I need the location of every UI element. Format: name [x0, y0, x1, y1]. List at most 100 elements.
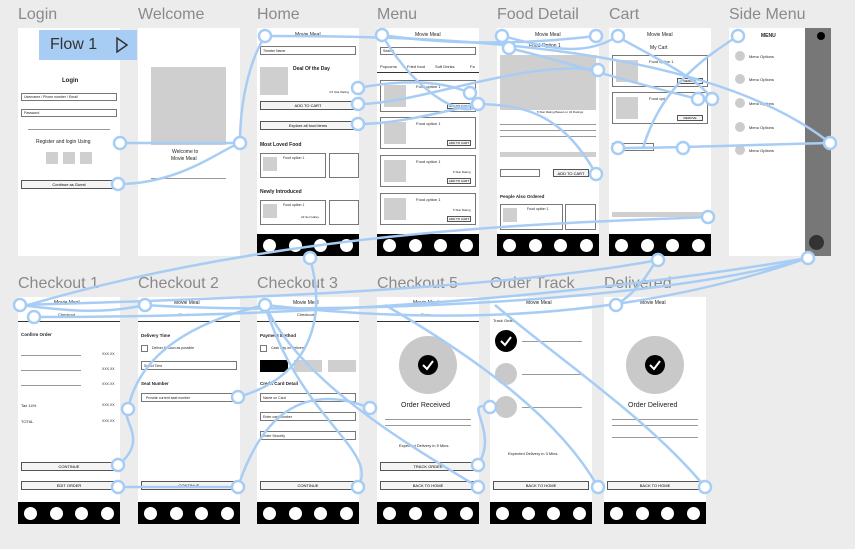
tab-more[interactable]: Fa	[470, 64, 475, 69]
nav-icon[interactable]	[572, 506, 586, 520]
close-icon[interactable]	[817, 32, 825, 40]
tab-fried-food[interactable]: Fried food	[407, 64, 426, 69]
screen-checkout1[interactable]: Movie Meal Checkout Confirm Order XXX.XX…	[18, 297, 120, 524]
quantity-stepper[interactable]	[500, 169, 540, 177]
nav-icon[interactable]	[100, 506, 114, 520]
add-to-cart-button[interactable]: ADD TO CART	[447, 178, 471, 184]
food-card[interactable]	[565, 204, 596, 230]
password-input[interactable]: Password	[21, 109, 117, 117]
nav-icon[interactable]	[691, 238, 705, 252]
nav-icon[interactable]	[496, 506, 510, 520]
card-option[interactable]	[260, 360, 288, 372]
nav-icon[interactable]	[434, 506, 448, 520]
screen-login[interactable]: Login Username / Phone number / Email Pa…	[18, 28, 120, 256]
nav-icon[interactable]	[195, 506, 209, 520]
bottom-nav[interactable]	[18, 502, 120, 524]
screen-checkout3[interactable]: Movie Meal Checkout Payment Method Cash …	[257, 297, 359, 524]
bottom-nav[interactable]	[497, 234, 599, 256]
nav-icon[interactable]	[503, 238, 517, 252]
bottom-nav[interactable]	[257, 502, 359, 524]
nav-icon[interactable]	[661, 506, 675, 520]
frame-title-cart[interactable]: Cart	[609, 6, 640, 23]
screen-home[interactable]: Movie Meal Theater Name Deal Of the Day …	[257, 28, 359, 256]
bottom-nav[interactable]	[609, 234, 711, 256]
frame-title-home[interactable]: Home	[257, 6, 300, 23]
nav-icon[interactable]	[610, 506, 624, 520]
bottom-nav[interactable]	[138, 502, 240, 524]
tab-popcorns[interactable]: Popcorns	[380, 64, 397, 69]
nav-icon[interactable]	[24, 506, 38, 520]
frame-title-welcome[interactable]: Welcome	[138, 6, 205, 23]
nav-icon[interactable]	[686, 506, 700, 520]
add-to-cart-button[interactable]: ADD TO CART	[553, 169, 589, 177]
nav-icon[interactable]	[554, 238, 568, 252]
card-option[interactable]	[328, 360, 356, 372]
frame-title-checkout1[interactable]: Checkout 1	[18, 275, 99, 292]
nav-icon[interactable]	[579, 238, 593, 252]
menu-option[interactable]: Menu Options	[749, 148, 774, 153]
frame-title-checkout3[interactable]: Checkout 3	[257, 275, 338, 292]
nav-icon[interactable]	[144, 506, 158, 520]
food-card[interactable]	[329, 200, 359, 225]
nav-icon[interactable]	[640, 238, 654, 252]
social-login-2[interactable]	[63, 152, 75, 164]
bottom-nav[interactable]	[604, 502, 706, 524]
nav-icon[interactable]	[263, 238, 277, 252]
nav-icon[interactable]	[459, 506, 473, 520]
frame-title-checkout2[interactable]: Checkout 2	[138, 275, 219, 292]
nav-icon[interactable]	[169, 506, 183, 520]
nav-icon[interactable]	[314, 506, 328, 520]
food-card[interactable]: Food option 1 All Set Galley	[260, 200, 326, 225]
nav-icon[interactable]	[408, 238, 422, 252]
screen-checkout5[interactable]: Movie Meal Done Order Received Expected …	[377, 297, 479, 524]
card-number-input[interactable]: Enter card number	[260, 412, 356, 421]
nav-icon[interactable]	[220, 506, 234, 520]
nav-icon[interactable]	[635, 506, 649, 520]
nav-icon[interactable]	[408, 506, 422, 520]
food-card[interactable]	[329, 153, 359, 178]
nav-icon[interactable]	[521, 506, 535, 520]
nav-icon[interactable]	[339, 506, 353, 520]
add-to-cart-button[interactable]: ADD TO CART	[447, 216, 471, 222]
nav-icon[interactable]	[528, 238, 542, 252]
flow-start-badge[interactable]: Flow 1	[39, 30, 137, 60]
remove-button[interactable]: REMOVE	[677, 115, 703, 121]
nav-icon[interactable]	[383, 506, 397, 520]
social-login-3[interactable]	[80, 152, 92, 164]
frame-title-menu[interactable]: Menu	[377, 6, 418, 23]
nav-icon[interactable]	[615, 238, 629, 252]
screen-order-track[interactable]: Movie Meal Track Order Expected Delivery…	[490, 297, 592, 524]
play-icon[interactable]	[115, 37, 129, 53]
add-to-cart-button[interactable]: ADD TO CART	[447, 140, 471, 146]
asap-checkbox[interactable]	[141, 345, 148, 352]
menu-option[interactable]: Menu Options	[749, 77, 774, 82]
nav-icon[interactable]	[666, 238, 680, 252]
nav-icon[interactable]	[809, 235, 824, 250]
bottom-nav[interactable]	[490, 502, 592, 524]
social-login-1[interactable]	[46, 152, 58, 164]
nav-icon[interactable]	[459, 238, 473, 252]
nav-icon[interactable]	[383, 238, 397, 252]
bottom-nav[interactable]	[377, 234, 479, 256]
username-input[interactable]: Username / Phone number / Email	[21, 93, 117, 101]
nav-icon[interactable]	[75, 506, 89, 520]
security-input[interactable]: Enter Security	[260, 431, 356, 440]
menu-option[interactable]: Menu Options	[749, 54, 774, 59]
frame-title-side-menu[interactable]: Side Menu	[729, 6, 806, 23]
menu-item-card[interactable]: Food option 1 5 Star Rating ADD TO CART	[380, 193, 476, 225]
menu-item-card[interactable]: Food option 1 ADD TO CART	[380, 117, 476, 149]
screen-delivered[interactable]: Movie Meal Order Delivered BACK TO HOME	[604, 297, 706, 524]
food-card[interactable]: Food option 1	[260, 153, 326, 178]
frame-title-login[interactable]: Login	[18, 6, 58, 23]
menu-item-card[interactable]: Food option 1 5 Star Rating ADD TO CART	[380, 155, 476, 187]
screen-side-menu[interactable]: MENU Menu Options Menu Options Menu Opti…	[729, 28, 831, 256]
theater-search-input[interactable]: Theater Name	[260, 46, 356, 55]
screen-food-detail[interactable]: Movie Meal Food Option 1 5 Star Rating B…	[497, 28, 599, 256]
frame-title-food-detail[interactable]: Food Detail	[497, 6, 579, 23]
screen-menu[interactable]: Movie Meal Search Popcorns Fried food So…	[377, 28, 479, 256]
menu-search-input[interactable]: Search	[380, 47, 476, 55]
nav-icon[interactable]	[263, 506, 277, 520]
nav-icon[interactable]	[49, 506, 63, 520]
cart-item[interactable]: Food opt REMOVE	[612, 92, 708, 124]
nav-icon[interactable]	[547, 506, 561, 520]
